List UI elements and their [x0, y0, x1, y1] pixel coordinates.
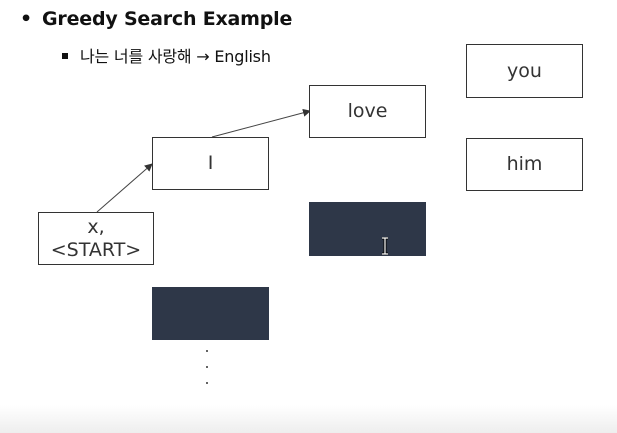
edge-start-to-i [96, 163, 153, 213]
ellipsis-dot [206, 382, 208, 384]
node-i: I [152, 137, 269, 190]
sub-bullet: 나는 너를 사랑해 → English [62, 43, 271, 67]
slide-heading: • Greedy Search Example [20, 8, 292, 30]
node-love: love [309, 85, 426, 138]
node-start: x, <START> [38, 212, 154, 265]
slide-subtitle: 나는 너를 사랑해 → English [80, 47, 271, 66]
ellipsis-dot [206, 350, 208, 352]
text-cursor-icon [382, 237, 388, 255]
node-you: you [466, 44, 583, 98]
vertical-ellipsis [206, 350, 216, 398]
bullet-dot-icon: • [20, 8, 32, 30]
bottom-shade [0, 405, 617, 433]
square-bullet-icon [62, 52, 68, 59]
ellipsis-dot [206, 366, 208, 368]
slide-title: Greedy Search Example [42, 8, 293, 30]
node-him: him [466, 138, 583, 191]
edge-i-to-love [211, 108, 311, 138]
node-hidden-top [309, 202, 426, 256]
node-hidden-bottom [152, 287, 269, 340]
